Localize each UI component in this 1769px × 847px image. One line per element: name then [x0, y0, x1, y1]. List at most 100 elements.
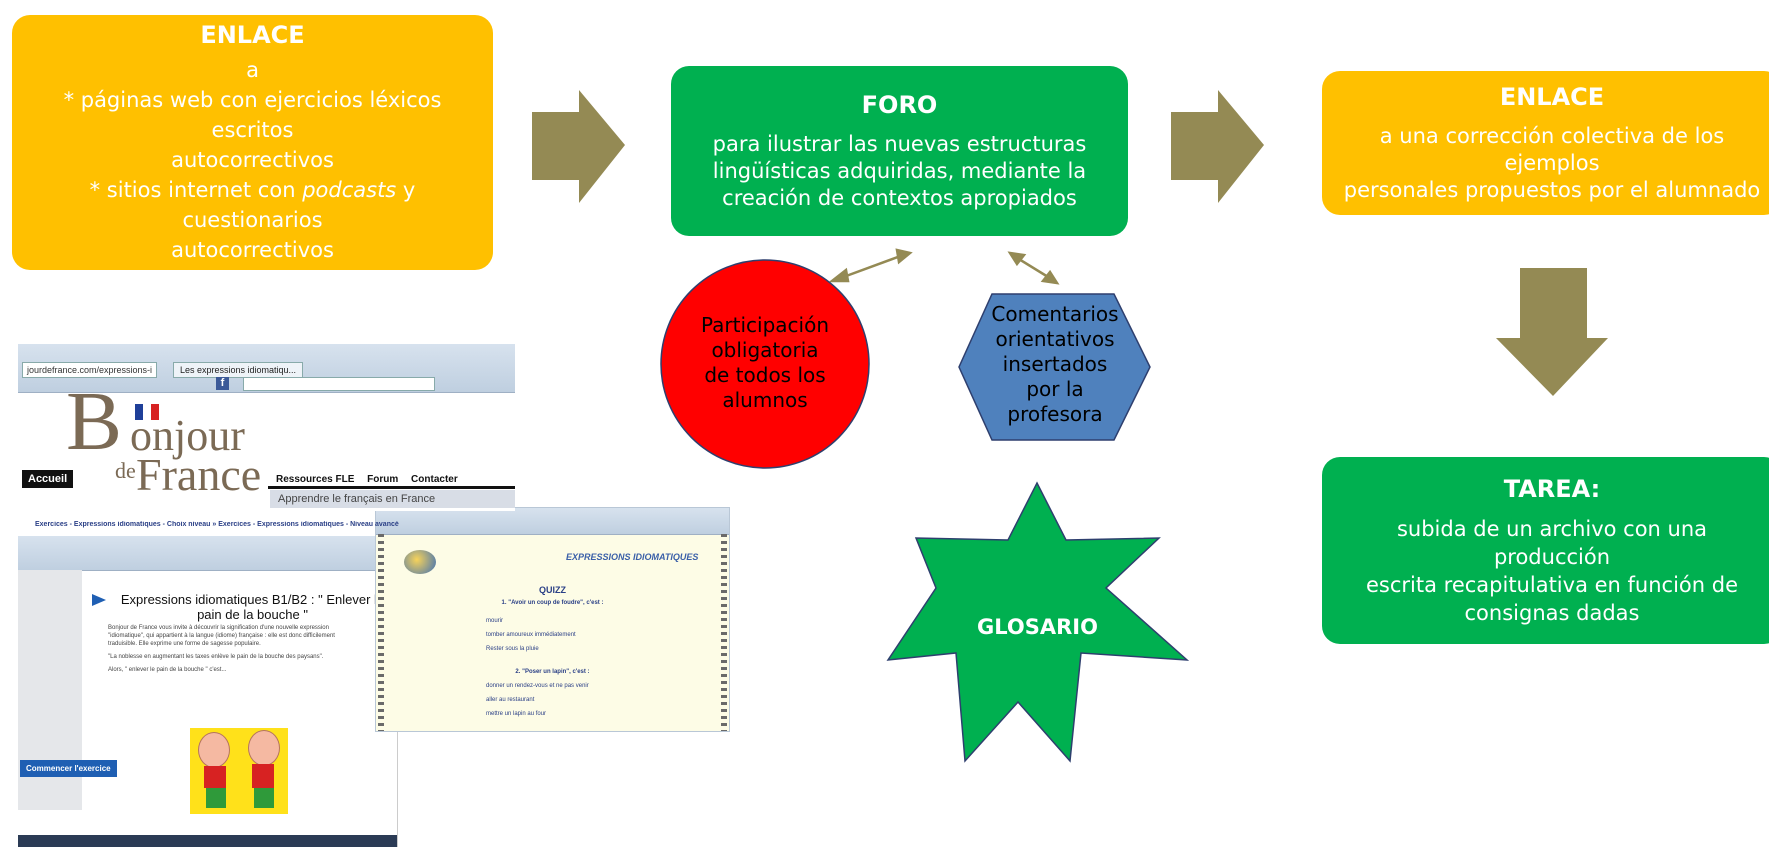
breadcrumb-text[interactable]: Exercices - Expressions idiomatiques - C…	[35, 521, 399, 528]
circle-line: obligatoria	[711, 338, 819, 362]
nav-contacter-link[interactable]: Contacter	[411, 474, 458, 485]
exercise-text: Bonjour de France vous invite à découvri…	[108, 624, 348, 674]
enlace-box-top: ENLACE a * páginas web con ejercicios lé…	[12, 15, 493, 270]
enlace-box-right: ENLACE a una corrección colectiva de los…	[1322, 71, 1769, 215]
participation-label: Participación obligatoria de todos los a…	[675, 313, 855, 413]
foro-line: creación de contextos apropiados	[722, 185, 1077, 210]
cartoon-image	[190, 728, 288, 814]
foro-box: FORO para ilustrar las nuevas estructura…	[671, 66, 1128, 236]
enlace-line: personales propuestos por el alumnado	[1343, 177, 1761, 202]
commencer-button[interactable]: Commencer l'exercice	[20, 760, 117, 777]
exercise-paragraph: "La noblesse en augmentant les taxes enl…	[108, 654, 324, 660]
hexagon-line: insertados	[1002, 352, 1108, 376]
enlace-line: autocorrectivos	[171, 147, 334, 172]
comentarios-label: Comentarios orientativos insertados por …	[975, 302, 1135, 427]
taskbar	[18, 835, 397, 847]
enlace-text: y cuestionarios	[182, 177, 416, 232]
flag-stripe	[151, 404, 159, 420]
hexagon-line: Comentarios	[991, 302, 1119, 326]
foro-line: lingüísticas adquiridas, mediante la	[712, 158, 1087, 183]
participation-circle	[660, 259, 870, 469]
enlace-podcasts: podcasts	[302, 177, 397, 202]
nav-divider	[268, 486, 515, 489]
circle-line: alumnos	[722, 388, 808, 412]
quiz-rail	[378, 534, 384, 731]
quiz-question: 1. "Avoir un coup de foudre", c'est :	[501, 600, 604, 606]
nav-ressources-link[interactable]: Ressources FLE	[276, 474, 355, 485]
cartoon-head	[248, 730, 280, 766]
logo-france: France	[136, 449, 262, 500]
glosario-label: GLOSARIO	[977, 615, 1098, 639]
browser-toolbar: jourdefrance.com/expressions-i Les expre…	[18, 344, 515, 393]
facebook-icon[interactable]: f	[216, 377, 229, 390]
hexagon-line: orientativos	[995, 327, 1115, 351]
double-arrow-left	[828, 248, 913, 283]
accueil-link[interactable]: Accueil	[22, 470, 74, 488]
circle-line: Participación	[700, 313, 829, 337]
logo-b: B	[66, 375, 123, 468]
cartoon-legs	[206, 788, 226, 808]
quiz-option[interactable]: tomber amoureux immédiatement	[486, 632, 576, 638]
arrow-right-2	[1171, 90, 1264, 203]
quiz-option[interactable]: mourir	[486, 618, 504, 624]
foro-title: FORO	[861, 90, 938, 119]
quiz-header: EXPRESSIONS IDIOMATIQUES	[566, 552, 699, 562]
tagline-bar: Apprendre le français en France	[270, 490, 515, 508]
quiz-heading: QUIZZ	[539, 585, 566, 595]
quiz-rail	[721, 534, 727, 731]
enlace-line: autocorrectivos	[171, 237, 334, 262]
double-arrow-right	[1007, 251, 1060, 285]
tarea-box: TAREA: subida de un archivo con una prod…	[1322, 457, 1769, 644]
quiz-question: 2. "Poser un lapin", c'est :	[515, 669, 590, 675]
enlace-line: * páginas web con ejercicios léxicos esc…	[63, 87, 442, 142]
french-flag-icon	[135, 404, 159, 420]
browser-toolbar	[376, 508, 729, 535]
exercise-screenshot: Expressions idiomatiques B1/B2 : " Enlev…	[18, 536, 398, 847]
exercise-paragraph: Alors, " enlever le pain de la bouche " …	[108, 667, 227, 673]
bonjour-screenshot: jourdefrance.com/expressions-i Les expre…	[18, 344, 515, 511]
tarea-line: escrita recapitulativa en función de	[1366, 572, 1738, 597]
globe-logo-icon	[404, 550, 436, 574]
flag-stripe	[135, 404, 143, 420]
comentarios-hexagon	[958, 293, 1151, 441]
cartoon-body	[204, 766, 226, 788]
cartoon-body	[252, 764, 274, 788]
enlace-title: ENLACE	[1499, 82, 1605, 111]
arrow-right-1	[532, 90, 625, 203]
quiz-option[interactable]: donner un rendez-vous et ne pas venir	[486, 683, 589, 689]
nav-forum-link[interactable]: Forum	[367, 474, 399, 485]
glosario-star	[886, 481, 1190, 763]
arrow-right-icon	[92, 594, 106, 606]
quiz-screenshot: EXPRESSIONS IDIOMATIQUES QUIZZ 1. "Avoir…	[375, 507, 730, 732]
tarea-line: consignas dadas	[1464, 600, 1640, 625]
quiz-option[interactable]: Rester sous la pluie	[486, 646, 539, 652]
logo-onjour: onjour	[130, 411, 245, 460]
exercise-breadcrumb: Exercices - Expressions idiomatiques - C…	[35, 521, 435, 533]
enlace-line: a una corrección colectiva de los ejempl…	[1379, 123, 1725, 175]
address-bar[interactable]: jourdefrance.com/expressions-i	[22, 362, 158, 378]
quiz-option[interactable]: aller au restaurant	[486, 697, 535, 703]
browser-toolbar	[18, 536, 397, 571]
tarea-title: TAREA:	[1503, 474, 1601, 503]
cartoon-legs	[254, 788, 274, 808]
flag-stripe	[143, 404, 151, 420]
quiz-option[interactable]: mettre un lapin au four	[486, 711, 547, 717]
hexagon-line: por la	[1026, 377, 1084, 401]
circle-line: de todos los	[704, 363, 826, 387]
cartoon-head	[198, 732, 230, 768]
exercise-title: Expressions idiomatiques B1/B2 : " Enlev…	[120, 592, 385, 622]
enlace-line: * sitios internet con podcasts y cuestio…	[28, 175, 477, 235]
search-input[interactable]	[243, 377, 435, 391]
hexagon-line: profesora	[1007, 402, 1103, 426]
foro-line: para ilustrar las nuevas estructuras	[712, 131, 1087, 156]
logo-de: de	[115, 458, 136, 483]
exercise-paragraph: Bonjour de France vous invite à découvri…	[108, 625, 335, 647]
browser-tab[interactable]: Les expressions idiomatiqu...	[173, 362, 304, 378]
tarea-line: subida de un archivo con una producción	[1396, 516, 1708, 569]
arrow-down	[1496, 268, 1608, 396]
site-nav: Ressources FLE Forum Contacter	[276, 474, 468, 485]
enlace-line: a	[246, 57, 259, 82]
enlace-title: ENLACE	[200, 20, 305, 49]
enlace-text: * sitios internet con	[89, 177, 303, 202]
